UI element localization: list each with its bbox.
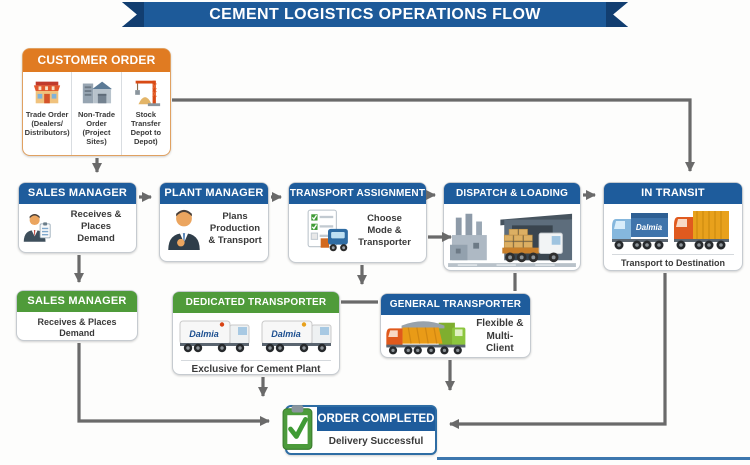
crane-icon: [134, 80, 160, 107]
general-transporter-caption: Flexible & Multi-Client: [476, 318, 524, 355]
bottom-accent-line: [437, 457, 750, 460]
dedicated-truck-label-1: Dalmia: [189, 329, 219, 339]
ribbon-end-left: [122, 2, 144, 27]
node-order-completed: ORDER COMPLETED Delivery Successful: [282, 405, 437, 455]
node-dispatch-loading: DISPATCH & LOADING: [443, 182, 581, 271]
customer-order-body: Trade Order (Dealers/ Distributors) Non-…: [23, 72, 170, 155]
title-ribbon: CEMENT LOGISTICS OPERATIONS FLOW: [122, 2, 628, 27]
node-transport-assignment: TRANSPORT ASSIGNMENT Choose Mode & Trans…: [288, 182, 427, 263]
customer-order-item-label: Non-Trade Order (Project Sites): [77, 110, 116, 146]
node-plant-manager: PLANT MANAGER Plans Production & Transpo…: [159, 182, 269, 262]
node-dedicated-transporter: DEDICATED TRANSPORTER Dalmia Dalmia: [172, 291, 340, 375]
transport-assignment-caption: Choose Mode & Transporter: [358, 213, 411, 248]
two-trucks-icon: Dalmia: [612, 211, 729, 250]
node-general-transporter: GENERAL TRANSPORTER Flexible & Multi-Cli: [380, 293, 531, 358]
in-transit-header: IN TRANSIT: [604, 183, 742, 204]
arrow-customer-to-intransit: [172, 98, 695, 172]
in-transit-caption: Transport to Destination: [620, 258, 725, 268]
customer-order-item-label: Stock Transfer Depot to Depot): [130, 110, 162, 146]
sales-manager-bottom-header: SALES MANAGER: [17, 291, 137, 312]
customer-order-item-nontrade: Non-Trade Order (Project Sites): [71, 72, 120, 155]
order-completed-header: ORDER COMPLETED: [317, 407, 435, 431]
ribbon-end-right: [606, 2, 628, 27]
general-trucks-icon: [386, 321, 466, 355]
customer-order-item-trade: Trade Order (Dealers/ Distributors): [23, 72, 71, 155]
customer-order-item-stock-transfer: Stock Transfer Depot to Depot): [120, 72, 170, 155]
plant-manager-caption: Plans Production & Transport: [208, 211, 262, 246]
transport-assignment-header: TRANSPORT ASSIGNMENT: [289, 183, 426, 204]
node-in-transit: IN TRANSIT Dalmia: [603, 182, 743, 271]
customer-order-header: CUSTOMER ORDER: [23, 49, 170, 72]
general-transporter-header: GENERAL TRANSPORTER: [381, 294, 530, 315]
sales-manager-top-caption: Receives & Places Demand: [70, 209, 122, 244]
page-title: CEMENT LOGISTICS OPERATIONS FLOW: [209, 5, 541, 23]
node-sales-manager-bottom: SALES MANAGER Receives & Places Demand: [16, 290, 138, 341]
order-completed-caption: Delivery Successful: [328, 436, 424, 447]
customer-order-item-label: Trade Order (Dealers/ Distributors): [24, 110, 70, 137]
dedicated-transporter-divider: [181, 360, 331, 361]
store-icon: [33, 81, 61, 104]
dispatch-loading-header: DISPATCH & LOADING: [444, 183, 580, 204]
plant-manager-header: PLANT MANAGER: [160, 183, 268, 204]
in-transit-truck-label: Dalmia: [636, 223, 663, 232]
sales-manager-bottom-caption: Receives & Places Demand: [37, 316, 117, 338]
dedicated-transporter-caption: Exclusive for Cement Plant: [191, 364, 321, 375]
dalmia-trucks-icon: Dalmia Dalmia: [179, 320, 332, 353]
node-customer-order: CUSTOMER ORDER Trade Order (Dealers/ Dis…: [22, 48, 171, 156]
person-icon: [168, 209, 201, 250]
warehouse-icon: [83, 81, 113, 104]
node-sales-manager-top: SALES MANAGER Receives & Places Demand: [18, 182, 137, 253]
sales-manager-top-header: SALES MANAGER: [19, 183, 136, 204]
dedicated-transporter-header: DEDICATED TRANSPORTER: [173, 292, 339, 313]
factory-loading-icon: [448, 213, 576, 268]
in-transit-divider: [612, 254, 734, 255]
clipboard-check-icon: [282, 405, 313, 450]
person-clipboard-icon: [23, 213, 51, 242]
dedicated-truck-label-2: Dalmia: [271, 329, 301, 339]
checklist-truck-icon: [307, 209, 348, 252]
